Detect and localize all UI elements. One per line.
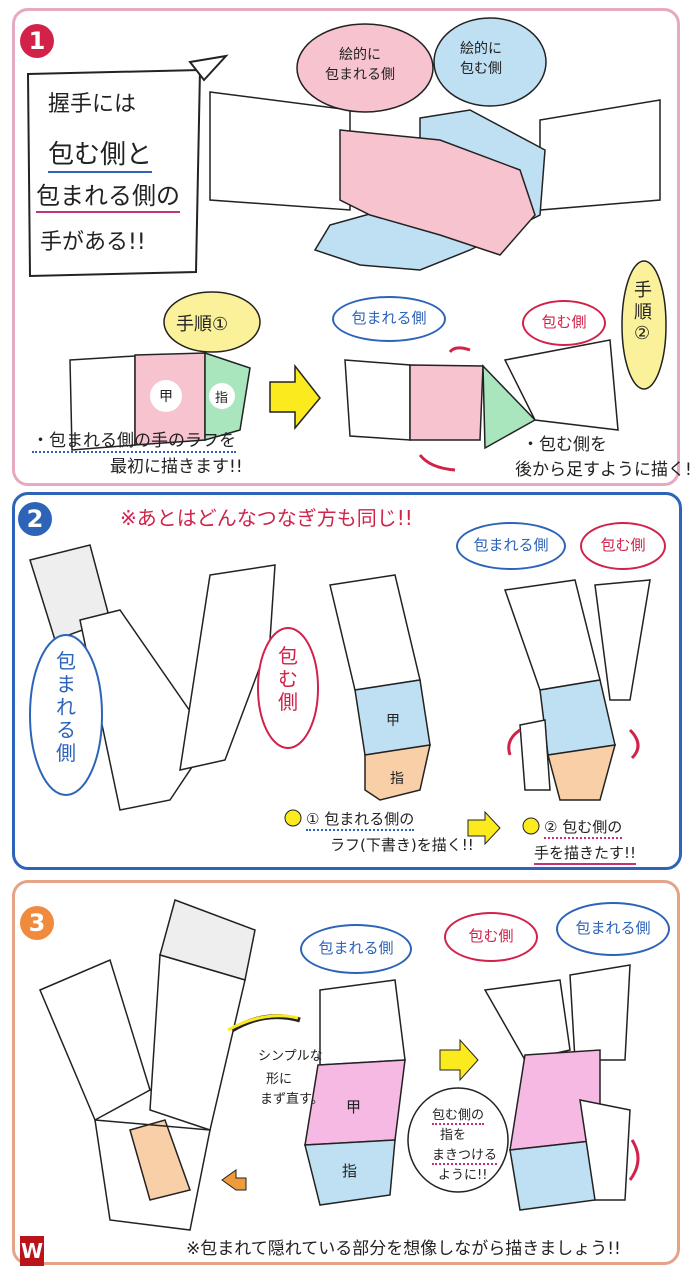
wrap-note-line-3: まきつける (432, 1144, 498, 1165)
step2-line-2: 手を描きたす!! (534, 842, 637, 865)
simplify-line-1: シンプルな (258, 1049, 323, 1064)
step2-line-1: ② 包む側の (544, 816, 623, 839)
watermark-logo: W (20, 1236, 44, 1266)
panel3-footer: ※包まれて隠れている部分を想像しながら描きましょう!! (186, 1239, 621, 1259)
panel-number-2: 2 (18, 502, 52, 536)
label-back: 甲 (386, 713, 400, 729)
bubble-wrapped-2: 包まれる側 (556, 902, 670, 956)
wrap-note-line-2: 指を (440, 1128, 467, 1143)
panel2-headline: ※あとはどんなつなぎ方も同じ!! (120, 506, 413, 530)
note2-line-1: ・包む側を (522, 435, 607, 455)
title-line-3: 包まれる側の (36, 176, 180, 213)
panel-2-holding-hands (12, 492, 682, 870)
handshake-illustration (209, 91, 661, 271)
title-box (26, 68, 202, 278)
title-line-2: 包む側と (48, 134, 153, 173)
simplify-line-2: 形に (266, 1072, 293, 1087)
title-line-1: 握手には (48, 92, 137, 117)
label-finger: 指 (215, 391, 229, 406)
label-back: 甲 (346, 1098, 362, 1116)
bubble-wrapped: 包まれる側 (456, 522, 566, 570)
label-finger: 指 (342, 1162, 358, 1180)
panel-number-3: 3 (20, 906, 54, 940)
panel-1-handshake (12, 8, 680, 486)
simplify-line-3: まず直す。 (260, 1092, 324, 1107)
note2-line-2: 後から足すように描く! (515, 460, 690, 480)
label-finger: 指 (390, 771, 404, 787)
step1-line-2: ラフ(下書き)を描く!! (330, 836, 474, 854)
bubble-wrapped-1: 包まれる側 (300, 924, 412, 974)
wrap-note-line-4: ように!! (438, 1168, 488, 1183)
side-label-wrapped: 包まれる側 (56, 649, 76, 765)
step1-label: 手順① (176, 314, 229, 335)
bubble-wrapped-pictorial: 絵的に 包まれる側 (325, 47, 395, 83)
bubble-wrapped: 包まれる側 (332, 296, 446, 342)
bubble-wrapping: 包む側 (444, 912, 538, 962)
step1-line-1: ① 包まれる側の (306, 808, 415, 831)
wrap-note-line-1: 包む側の (432, 1104, 485, 1125)
note1-line-1: ・包まれる側の手のラフを (32, 426, 236, 453)
note1-line-2: 最初に描きます!! (110, 457, 243, 477)
bubble-wrapping: 包む側 (580, 522, 666, 570)
step2-label: 手順② (634, 280, 652, 345)
side-label-wrapping: 包む側 (278, 644, 298, 714)
panel-3-interlaced-hands (12, 880, 680, 1265)
label-back: 甲 (159, 389, 173, 405)
bubble-wrapping: 包む側 (522, 300, 606, 346)
title-line-4: 手がある!! (40, 230, 146, 255)
panel-number-1: 1 (20, 24, 54, 58)
bubble-wrapping-pictorial: 絵的に 包む側 (460, 41, 502, 77)
